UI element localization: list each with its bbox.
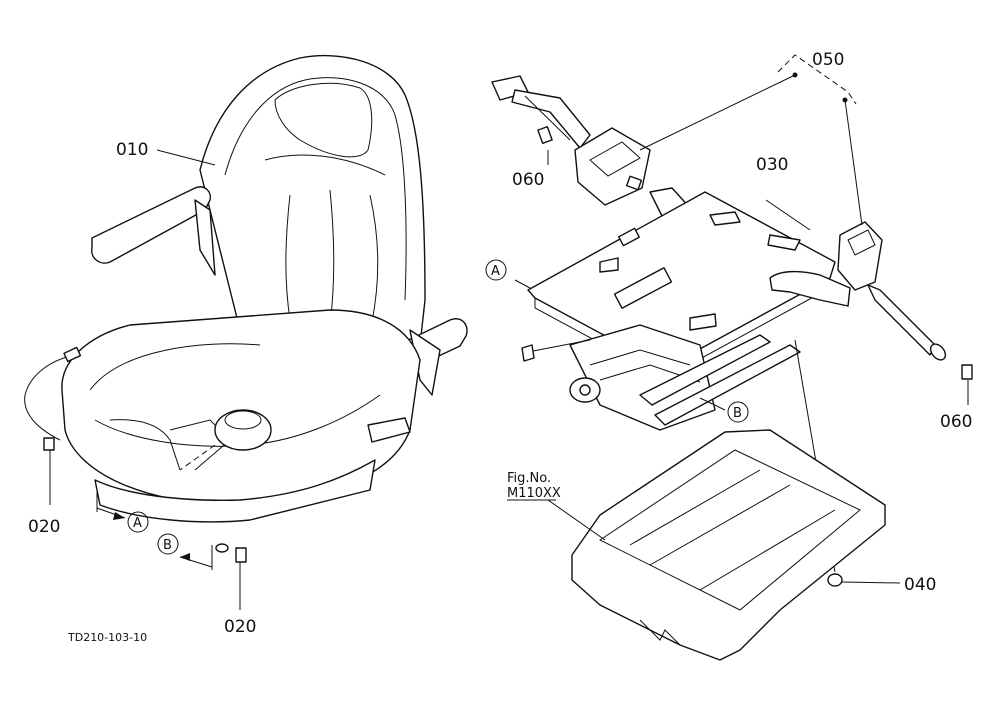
base-frame [571,429,886,661]
ref-b-left: B [157,533,179,555]
drawing-code: TD210-103-10 [67,631,147,644]
ref-b-right: B [727,401,749,423]
svg-text:B: B [733,406,742,421]
leader-010 [156,149,216,166]
label-060-top: 060 [512,170,544,190]
seat-assembly [24,54,468,563]
label-060-right: 060 [940,412,972,432]
label-010: 010 [116,140,148,160]
fig-ref-line1: Fig.No. [507,471,551,486]
label-020-left: 020 [28,517,60,537]
svg-text:A: A [133,516,142,531]
ref-a-left: A [127,511,149,533]
fig-ref-line2: M110XX [507,486,561,501]
svg-text:B: B [163,538,172,553]
seat-belt-assembly [491,75,973,380]
label-050: 050 [812,50,844,70]
seat-suspension-assembly [521,191,851,587]
svg-text:A: A [491,264,500,279]
label-020-bottom: 020 [224,617,256,637]
label-030: 030 [756,155,788,175]
ref-a-right: A [485,259,507,281]
label-040: 040 [904,575,936,595]
